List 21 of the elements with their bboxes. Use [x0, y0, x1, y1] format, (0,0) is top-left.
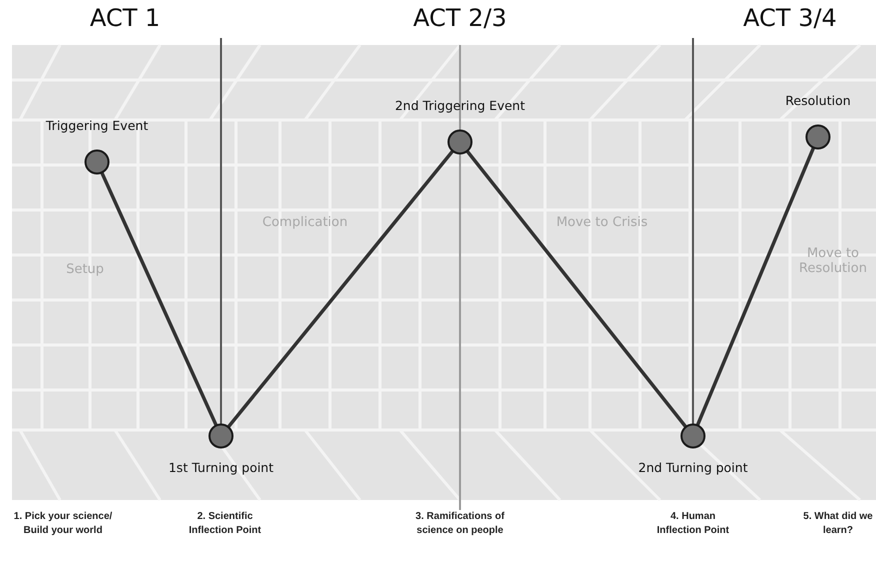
stage-label: 3. Ramifications of science on people [414, 510, 506, 537]
stage-label: 4. Human Inflection Point [656, 510, 730, 537]
milestone-label: Resolution [784, 93, 852, 108]
connector-line [466, 150, 687, 428]
stage-label: 2. Scientific Inflection Point [188, 510, 262, 537]
milestone-label: 2nd Triggering Event [394, 98, 526, 113]
segment-label: Setup [65, 262, 105, 277]
act-heading: ACT 2/3 [412, 4, 508, 32]
milestone-label: Triggering Event [44, 118, 150, 133]
stage-label: 1. Pick your science/ Build your world [12, 510, 114, 537]
connector-line [100, 172, 218, 426]
segment-label: Move to Crisis [555, 215, 649, 230]
milestone-label: 2nd Turning point [637, 460, 749, 475]
stage-label: 5. What did we learn? [803, 510, 873, 537]
segment-label: Complication [261, 215, 349, 230]
act-heading: ACT 3/4 [742, 4, 838, 32]
segment-label: Move to Resolution [798, 246, 868, 276]
act-heading: ACT 1 [88, 4, 162, 32]
connector-line [696, 147, 815, 426]
connector-line [227, 150, 454, 428]
milestone-label: 1st Turning point [167, 460, 275, 475]
